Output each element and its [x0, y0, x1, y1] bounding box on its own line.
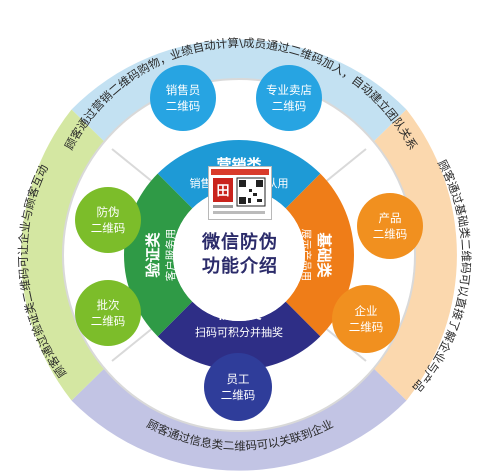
bubble-label: 二维码 — [372, 227, 408, 241]
segment-verify — [123, 173, 193, 337]
bubble-label: 二维码 — [90, 221, 126, 235]
bubble-label: 员工 — [226, 372, 250, 386]
verify-title: 验证类 — [144, 232, 162, 278]
bubble-label: 二维码 — [90, 314, 126, 328]
verify-subtitle: 客户服务用 — [164, 229, 177, 282]
svg-text:田: 田 — [216, 184, 229, 199]
bubble-label: 二维码 — [271, 99, 307, 113]
store-qr-bubble: 专业卖店 二维码 — [256, 65, 322, 131]
bubble-label: 批次 — [96, 298, 120, 312]
center-title-line1: 微信防伪 — [202, 232, 278, 253]
segment-points — [157, 301, 321, 371]
enterprise-qr-bubble: 企业 二维码 — [332, 285, 400, 353]
basic-subtitle: 展示产品用 — [300, 229, 313, 282]
points-title: 积分类 — [216, 304, 262, 322]
center-title-line2: 功能介绍 — [202, 256, 278, 277]
bubble-label: 企业 — [354, 304, 378, 318]
qr-code-label-icon: 田 — [208, 166, 272, 220]
basic-title: 基础类 — [315, 231, 333, 278]
bubble-label: 二维码 — [165, 99, 201, 113]
bubble-label: 专业卖店 — [266, 83, 312, 97]
anticounterfeit-qr-bubble: 防伪 二维码 — [75, 187, 141, 253]
bubble-label: 二维码 — [348, 320, 384, 334]
product-qr-bubble: 产品 二维码 — [357, 193, 423, 259]
segment-basic — [285, 173, 355, 337]
points-subtitle: 扫码可积分并抽奖 — [195, 325, 283, 339]
batch-qr-bubble: 批次 二维码 — [75, 280, 141, 346]
bubble-label: 销售员 — [165, 83, 201, 97]
bubble-label: 产品 — [378, 211, 402, 225]
bubble-label: 防伪 — [96, 205, 120, 219]
employee-qr-bubble: 员工 二维码 — [204, 353, 272, 421]
bubble-label: 二维码 — [220, 388, 256, 402]
salesperson-qr-bubble: 销售员 二维码 — [150, 65, 216, 131]
